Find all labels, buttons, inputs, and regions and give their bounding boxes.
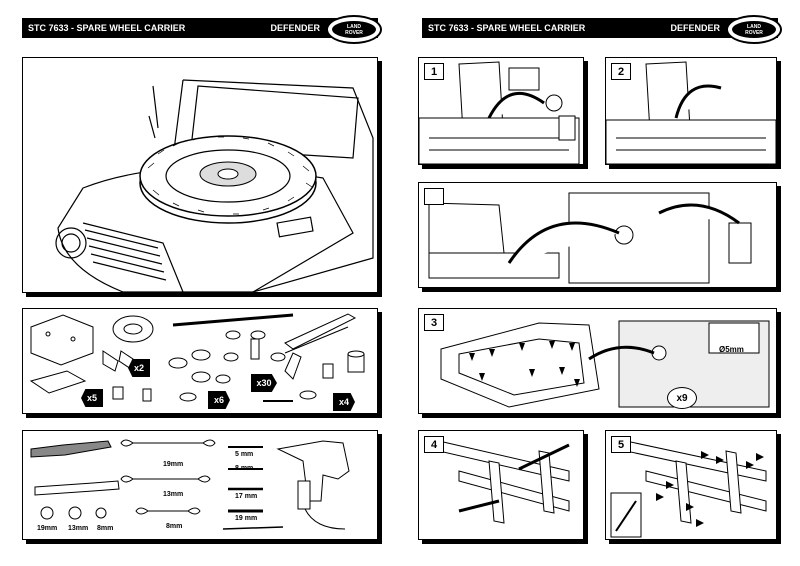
header-title: STC 7633 - SPARE WHEEL CARRIER (28, 23, 186, 33)
spanner-19-label: 19mm (163, 461, 184, 468)
tools-panel: 19mm 13mm 8mm 5 mm 8 mm 17 mm 19 mm 19mm… (22, 430, 378, 540)
step-2-number: 2 (611, 63, 631, 80)
qty-x9-label: x9 (667, 387, 697, 409)
step-3-number: 3 (424, 314, 444, 331)
qty-badge-x5: x5 (81, 389, 103, 407)
vehicle-drawing (55, 79, 374, 292)
drill-size-label: Ø5mm (719, 345, 744, 354)
step-2-panel: 2 (605, 57, 777, 165)
header-title: STC 7633 - SPARE WHEEL CARRIER (428, 23, 586, 33)
step-4-drawing (438, 440, 570, 524)
spanner-8-label: 8mm (166, 523, 183, 530)
socket-13-label: 13mm (68, 525, 89, 532)
land-rover-logo: LAND ROVER (326, 15, 382, 44)
step-blank-number (424, 188, 444, 205)
drill-17-label: 17 mm (235, 493, 258, 500)
step-5-number: 5 (611, 436, 631, 453)
drill-5-label: 5 mm (235, 451, 254, 458)
step-3-drawing (440, 320, 770, 408)
step-blank-drawing (428, 192, 752, 284)
step-1-panel: 1 (418, 57, 584, 165)
socket-19-label: 19mm (37, 525, 58, 532)
qty-badge-x6: x6 (208, 391, 230, 409)
parts-panel: x2 x5 x6 x30 x4 (22, 308, 378, 414)
qty-badge-x30: x30 (251, 374, 277, 392)
socket-8-label: 8mm (97, 525, 114, 532)
right-page: STC 7633 - SPARE WHEEL CARRIER DEFENDER … (400, 0, 800, 566)
drill-8-label: 8 mm (235, 465, 254, 472)
land-rover-logo: LAND ROVER (726, 15, 782, 44)
step-5-panel: 5 (605, 430, 777, 540)
step-2-drawing (606, 61, 776, 164)
left-page: STC 7633 - SPARE WHEEL CARRIER DEFENDER … (22, 15, 382, 540)
header-model: DEFENDER (670, 23, 720, 33)
spanner-13-label: 13mm (163, 491, 184, 498)
qty-badge-x2: x2 (128, 359, 150, 377)
header-model: DEFENDER (270, 23, 320, 33)
qty-badge-x4: x4 (333, 393, 355, 411)
step-1-number: 1 (424, 63, 444, 80)
step-3-panel: 3 Ø5mm x9 (418, 308, 777, 414)
step-5-drawing (610, 440, 767, 538)
step-blank-panel (418, 182, 777, 288)
step-4-number: 4 (424, 436, 444, 453)
page-header-left: STC 7633 - SPARE WHEEL CARRIER DEFENDER … (22, 15, 382, 44)
tools-drawing (30, 439, 350, 530)
page-header-right: STC 7633 - SPARE WHEEL CARRIER DEFENDER … (422, 15, 782, 44)
step-1-drawing (419, 61, 580, 164)
drill-19-label: 19 mm (235, 515, 258, 522)
step-4-panel: 4 (418, 430, 584, 540)
vehicle-illustration-panel (22, 57, 378, 293)
parts-drawing (29, 313, 365, 402)
